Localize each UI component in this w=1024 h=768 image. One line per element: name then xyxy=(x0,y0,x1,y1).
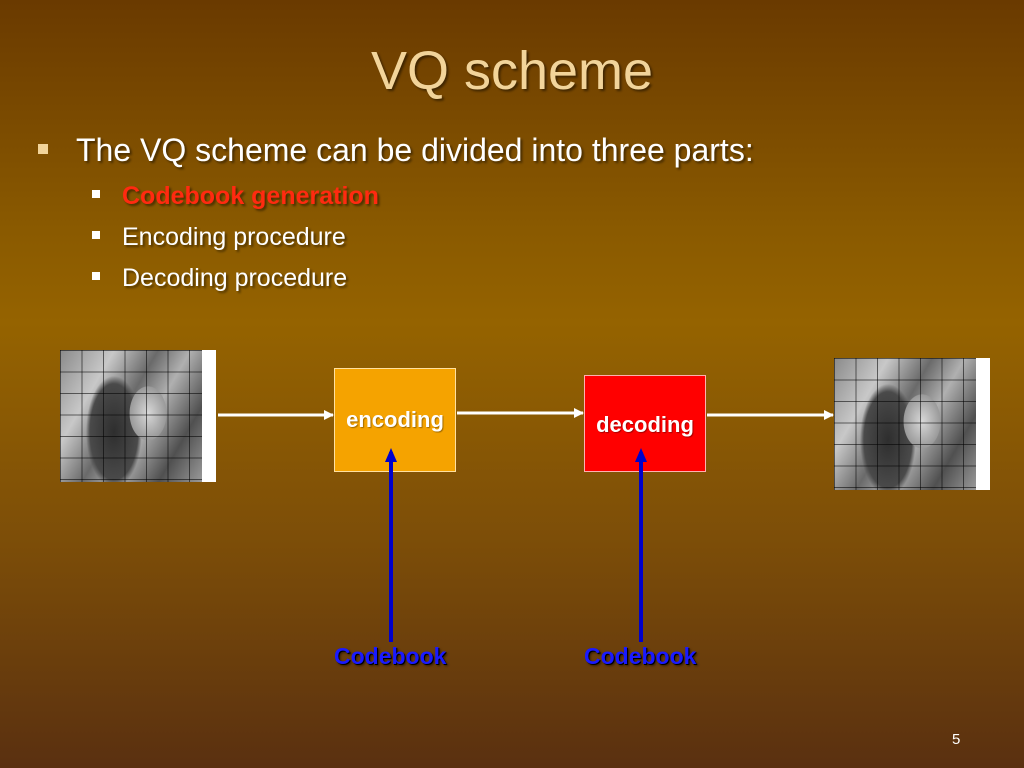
main-bullet-text: The VQ scheme can be divided into three … xyxy=(76,132,754,168)
decoding-label: decoding xyxy=(596,412,694,437)
main-bullet: The VQ scheme can be divided into three … xyxy=(38,132,754,169)
sub-bullet-decoding-procedure: Decoding procedure xyxy=(92,264,347,293)
sub-bullet-text: Encoding procedure xyxy=(122,223,346,251)
bullet-square-icon xyxy=(92,231,100,240)
input-image xyxy=(60,350,216,482)
sub-bullet-encoding-procedure: Encoding procedure xyxy=(92,223,346,252)
output-image xyxy=(834,358,990,490)
bullet-square-icon xyxy=(92,190,100,199)
page-number: 5 xyxy=(952,731,961,748)
codebook-label-encoding: Codebook xyxy=(334,643,447,669)
sub-bullet-codebook-generation: Codebook generation xyxy=(92,182,379,211)
encoding-label: encoding xyxy=(346,407,444,432)
codebook-label-decoding: Codebook xyxy=(584,643,697,669)
sub-bullet-text: Codebook generation xyxy=(122,182,379,210)
arrow-head-decoding xyxy=(635,448,647,462)
output-image-grid xyxy=(834,358,976,490)
decoding-box: decoding xyxy=(584,375,706,472)
bullet-square-icon xyxy=(92,272,100,281)
input-image-grid xyxy=(60,350,202,482)
slide-title: VQ scheme xyxy=(370,41,654,101)
arrow-head-encoding xyxy=(385,448,397,462)
sub-bullet-text: Decoding procedure xyxy=(122,264,348,292)
bullet-square-icon xyxy=(38,143,48,154)
encoding-box: encoding xyxy=(334,368,456,472)
